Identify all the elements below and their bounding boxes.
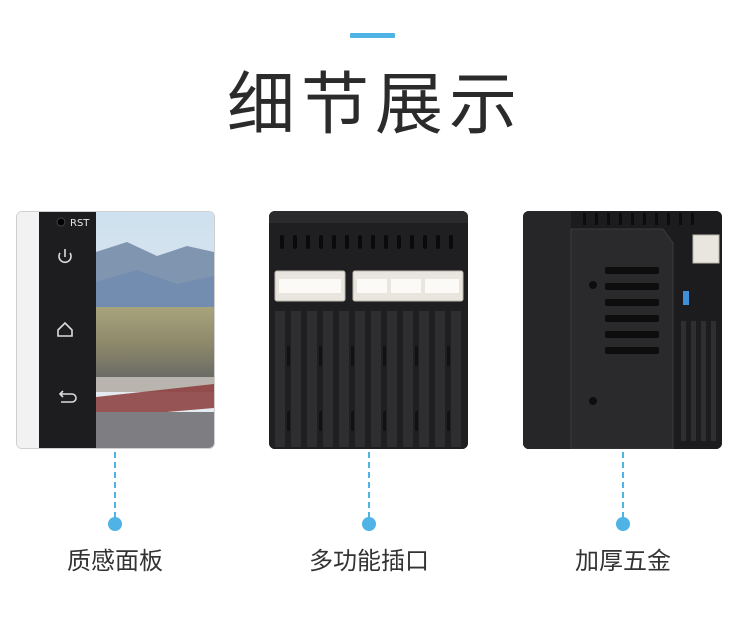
connector-dot-2 bbox=[362, 517, 376, 531]
page-title: 细节展示 bbox=[226, 66, 523, 145]
connector-line-1 bbox=[114, 452, 116, 518]
panel-image-ports bbox=[269, 211, 468, 449]
feature-label-hardware: 加厚五金 bbox=[575, 547, 671, 575]
front-panel-illustration: RST bbox=[17, 212, 214, 448]
ports-illustration bbox=[269, 211, 468, 449]
panel-image-hardware bbox=[523, 211, 722, 449]
feature-label-panel: 质感面板 bbox=[67, 547, 163, 575]
back-icon bbox=[58, 390, 77, 403]
connector-dot-1 bbox=[108, 517, 122, 531]
home-icon bbox=[57, 321, 73, 337]
power-icon bbox=[58, 249, 72, 264]
title-accent-bar bbox=[350, 33, 395, 38]
panel-image-front: RST bbox=[16, 211, 215, 449]
connector-line-2 bbox=[368, 452, 370, 518]
connector-block-right bbox=[352, 270, 464, 302]
connector-block-left bbox=[274, 270, 346, 302]
rst-label: RST bbox=[70, 218, 90, 229]
connector-dot-3 bbox=[616, 517, 630, 531]
feature-label-ports: 多功能插口 bbox=[309, 547, 429, 575]
hardware-illustration bbox=[523, 211, 722, 449]
connector-line-3 bbox=[622, 452, 624, 518]
